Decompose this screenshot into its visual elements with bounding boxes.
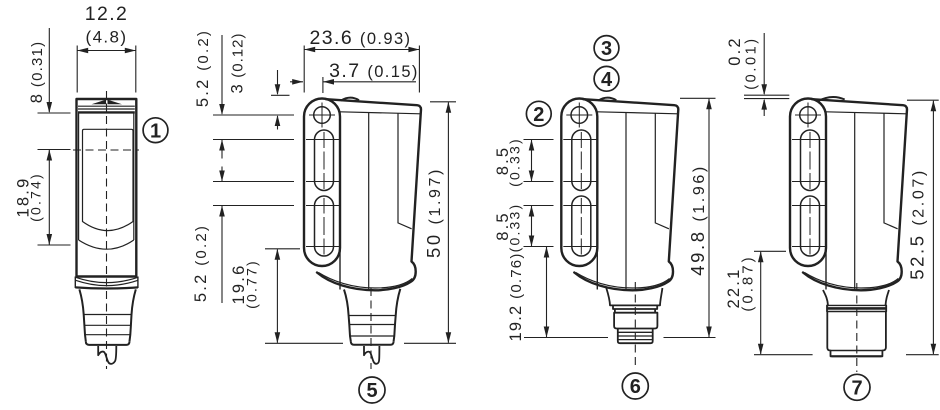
svg-text:23.6 (0.93): 23.6 (0.93) [310,27,412,49]
svg-text:18.9: 18.9 [15,177,33,218]
svg-text:(0.33): (0.33) [507,203,523,253]
svg-text:2: 2 [533,104,544,126]
svg-text:(0.01): (0.01) [744,36,760,89]
svg-text:4: 4 [601,69,613,91]
svg-text:3: 3 [601,38,612,60]
svg-text:1: 1 [150,120,161,142]
svg-text:7: 7 [851,378,862,400]
svg-text:3.7 (0.15): 3.7 (0.15) [329,60,419,82]
svg-text:22.1: 22.1 [725,268,743,309]
svg-text:52.5 (2.07): 52.5 (2.07) [907,168,928,280]
svg-text:5.2 (0.2): 5.2 (0.2) [194,29,212,107]
svg-text:50 (1.97): 50 (1.97) [423,167,444,258]
svg-text:49.8 (1.96): 49.8 (1.96) [687,164,708,276]
svg-text:5: 5 [366,380,377,402]
svg-text:5.2 (0.2): 5.2 (0.2) [192,224,210,302]
svg-text:3 (0.12): 3 (0.12) [229,33,247,94]
svg-text:8 (0.31): 8 (0.31) [28,41,46,104]
svg-text:6: 6 [630,376,641,398]
svg-text:19.6: 19.6 [230,264,248,305]
svg-text:8.5: 8.5 [494,211,512,241]
svg-text:(4.8): (4.8) [86,28,128,47]
svg-text:19.2 (0.76): 19.2 (0.76) [507,252,525,341]
svg-text:0.2: 0.2 [726,36,744,66]
svg-text:(0.33): (0.33) [507,137,523,187]
svg-text:(0.74): (0.74) [28,172,44,222]
svg-text:(0.77): (0.77) [244,259,260,309]
svg-text:8.5: 8.5 [494,146,512,176]
svg-text:(0.87): (0.87) [740,254,757,311]
svg-text:12.2: 12.2 [85,3,129,25]
